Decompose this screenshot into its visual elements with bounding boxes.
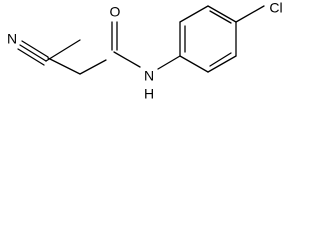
nitrile-triple-bond: [17, 40, 49, 66]
chlorine-label: Cl: [269, 0, 282, 16]
amide-hydrogen-label: H: [144, 86, 154, 102]
carbonyl-amide-bond: [113, 51, 141, 68]
chemical-structure: N O N H Cl: [7, 0, 283, 102]
amide-nitrogen-label: N: [144, 68, 154, 84]
benzene-ring: [179, 5, 237, 73]
aryl-chlorine-bond: [235, 5, 265, 23]
amide-aryl-bond: [157, 55, 181, 70]
methylene-carbonyl-bond: [45, 39, 81, 62]
nitrile-nitrogen-label: N: [7, 31, 17, 47]
carbonyl-double-bond: [79, 21, 118, 75]
methylene-chain-bond: [47, 57, 81, 75]
carbonyl-oxygen-label: O: [110, 4, 121, 20]
